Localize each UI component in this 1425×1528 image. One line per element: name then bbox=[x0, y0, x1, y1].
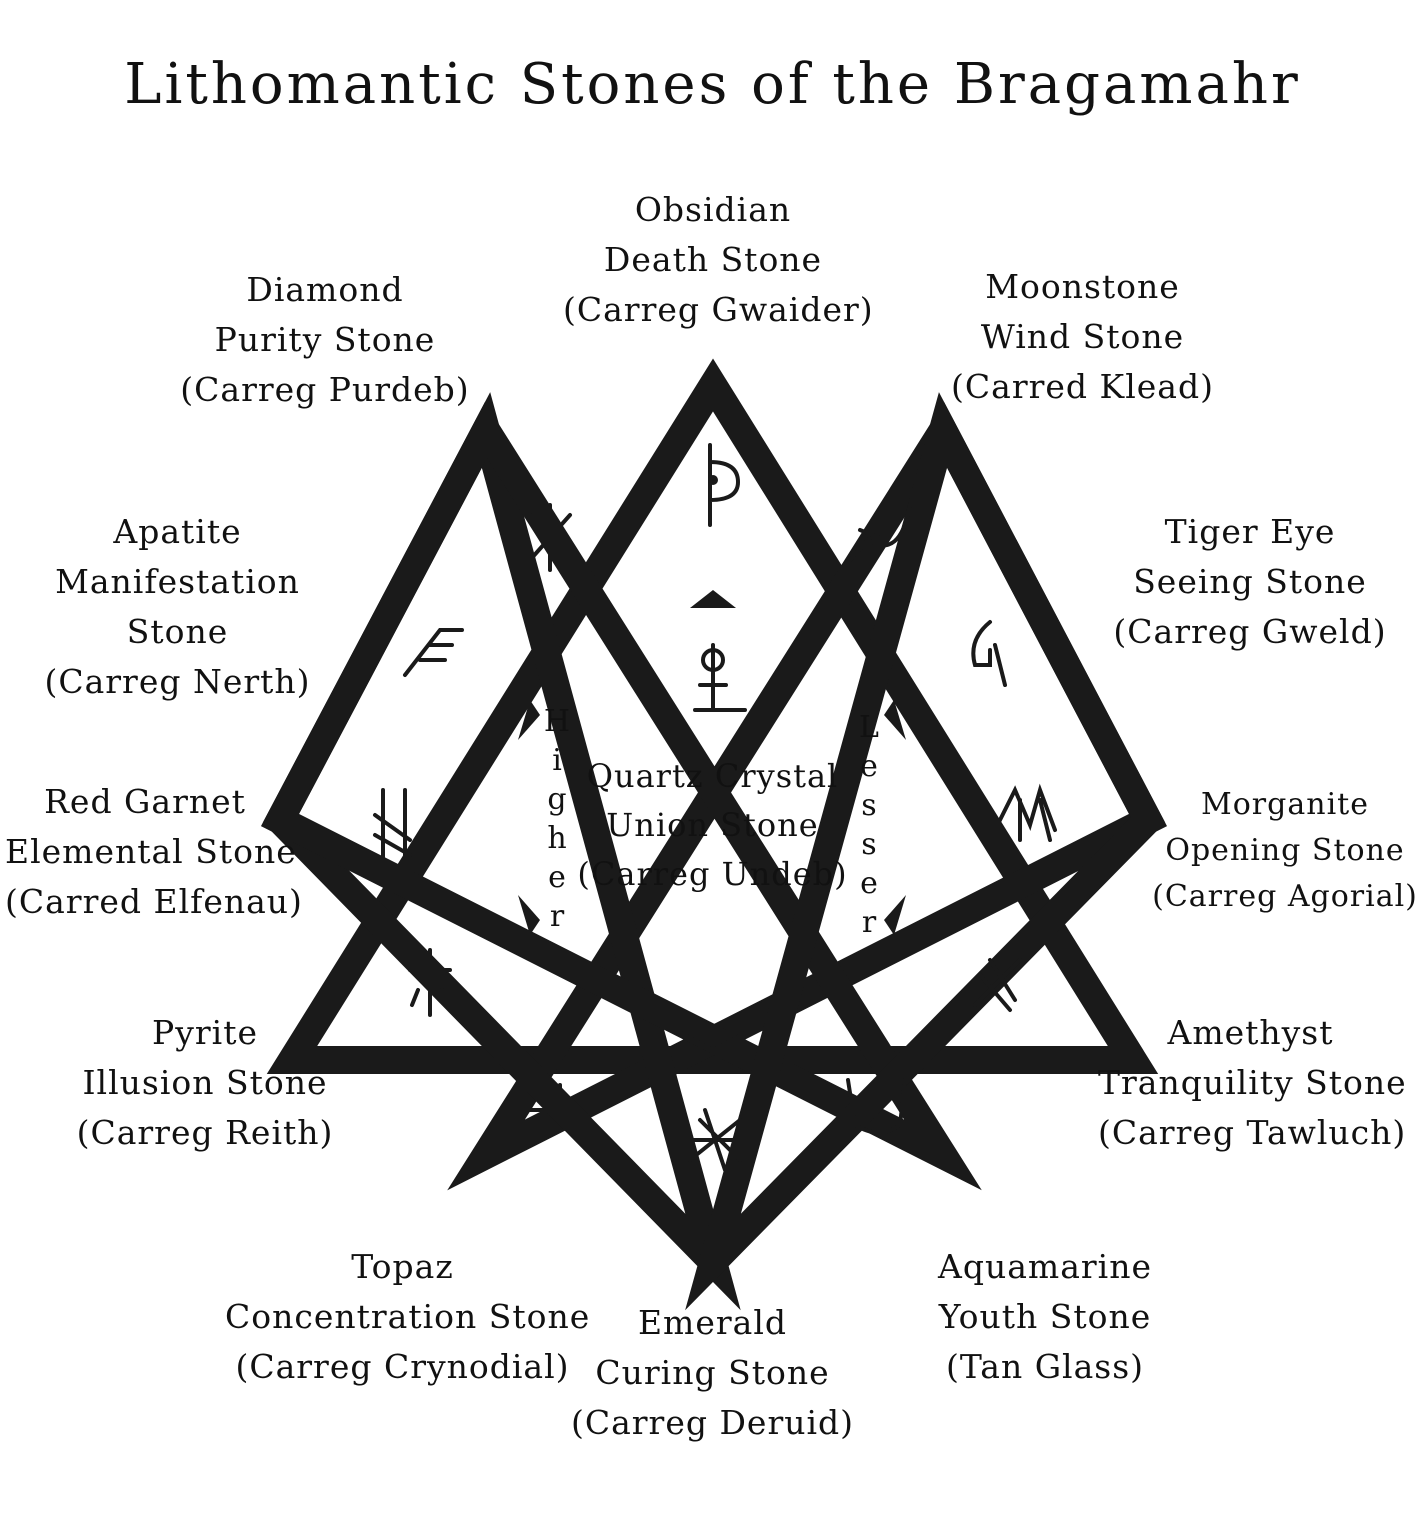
stone-name: Morganite bbox=[1201, 787, 1369, 822]
stone-name: Obsidian bbox=[634, 190, 792, 229]
stone-name: Apatite bbox=[113, 512, 242, 551]
stone-carreg: (Carred Elfenau) bbox=[5, 882, 303, 921]
stone-name: Topaz bbox=[351, 1247, 454, 1286]
stone-label-amethyst: Amethyst Tranquility Stone (Carreg Tawlu… bbox=[1098, 1008, 1407, 1158]
stone-label-moonstone: Moonstone Wind Stone (Carred Klead) bbox=[945, 262, 1220, 412]
center-rune-icon bbox=[693, 643, 747, 712]
stone-carreg: (Carreg Crynodial) bbox=[235, 1347, 570, 1386]
stone-meaning: Elemental Stone bbox=[5, 832, 297, 871]
rune-topaz-icon bbox=[523, 1078, 567, 1122]
inner-wedge-right-top bbox=[884, 700, 906, 740]
stone-name: Tiger Eye bbox=[1164, 512, 1336, 551]
inner-wedge-right-bottom bbox=[884, 895, 906, 935]
inner-wedge-top bbox=[690, 590, 736, 608]
stone-meaning: Concentration Stone bbox=[225, 1297, 591, 1336]
rune-emerald-icon bbox=[688, 1108, 742, 1172]
stone-meaning: Purity Stone bbox=[214, 320, 436, 359]
stone-meaning: Opening Stone bbox=[1165, 833, 1405, 868]
center-carreg: (Carreg Undeb) bbox=[577, 855, 848, 893]
stone-label-apatite: Apatite Manifestation Stone (Carreg Nert… bbox=[40, 507, 315, 707]
center-name: Quartz Crystal bbox=[586, 757, 839, 795]
star-triangle-4 bbox=[260, 402, 982, 1191]
stone-meaning: Youth Stone bbox=[938, 1297, 1152, 1336]
stone-carreg: (Carreg Agorial) bbox=[1152, 879, 1418, 914]
vertical-letter: g bbox=[547, 782, 567, 817]
vertical-letter: e bbox=[548, 860, 566, 895]
rune-apatite-icon bbox=[403, 628, 464, 677]
stone-label-pyrite: Pyrite Illusion Stone (Carreg Reith) bbox=[75, 1008, 335, 1158]
vertical-letter: r bbox=[549, 899, 565, 934]
rune-morganite-icon bbox=[993, 783, 1057, 842]
inner-wedge-left-bottom bbox=[518, 895, 540, 935]
rune-moonstone-icon bbox=[848, 503, 912, 562]
vertical-letter: s bbox=[861, 827, 877, 862]
stone-carreg: (Carreg Nerth) bbox=[44, 662, 311, 701]
stone-carreg: (Carreg Gweld) bbox=[1113, 612, 1387, 651]
stone-carreg: (Tan Glass) bbox=[945, 1347, 1145, 1386]
stone-name: Aquamarine bbox=[938, 1247, 1152, 1286]
rune-pyrite-icon bbox=[408, 948, 452, 1017]
stone-meaning: Wind Stone bbox=[980, 317, 1185, 356]
stone-name: Moonstone bbox=[985, 267, 1180, 306]
page-title: Lithomantic Stones of the Bragamahr bbox=[124, 52, 1301, 117]
stone-label-red-garnet: Red Garnet Elemental Stone (Carred Elfen… bbox=[5, 777, 303, 927]
rune-obsidian-dot-icon bbox=[708, 475, 718, 485]
rune-amethyst-icon bbox=[973, 958, 1022, 1012]
stone-label-morganite: Morganite Opening Stone (Carreg Agorial) bbox=[1150, 782, 1420, 920]
star-triangle-1 bbox=[266, 358, 1159, 1074]
rune-obsidian-icon bbox=[708, 443, 741, 527]
stone-meaning: Illusion Stone bbox=[82, 1063, 328, 1102]
rune-red-garnet-icon bbox=[373, 788, 412, 862]
stone-meaning: Curing Stone bbox=[595, 1353, 830, 1392]
stone-label-diamond: Diamond Purity Stone (Carreg Purdeb) bbox=[180, 265, 470, 415]
vertical-letter: r bbox=[861, 905, 877, 940]
stone-label-emerald: Emerald Curing Stone (Carreg Deruid) bbox=[570, 1298, 855, 1448]
stone-carreg: (Carreg Reith) bbox=[76, 1113, 334, 1152]
stone-carreg: (Carreg Purdeb) bbox=[180, 370, 470, 409]
stone-label-obsidian: Obsidian Death Stone (Carreg Gwaider) bbox=[563, 185, 874, 335]
star-triangle-5 bbox=[685, 392, 1166, 1311]
stone-label-tiger-eye: Tiger Eye Seeing Stone (Carreg Gweld) bbox=[1110, 507, 1390, 657]
stone-meaning: Tranquility Stone bbox=[1098, 1063, 1407, 1102]
stone-label-topaz: Topaz Concentration Stone (Carreg Crynod… bbox=[225, 1242, 591, 1392]
stone-carreg: (Carred Klead) bbox=[951, 367, 1214, 406]
stone-meaning: Death Stone bbox=[603, 240, 823, 279]
inner-wedge-bottom bbox=[680, 1030, 746, 1048]
stone-name: Pyrite bbox=[152, 1013, 258, 1052]
stone-meaning: Seeing Stone bbox=[1133, 562, 1367, 601]
vertical-letter: h bbox=[547, 821, 567, 856]
stone-carreg: (Carreg Deruid) bbox=[570, 1403, 855, 1442]
vertical-letter: i bbox=[552, 743, 562, 778]
rune-aquamarine-icon bbox=[846, 1078, 907, 1135]
stone-carreg: (Carreg Tawluch) bbox=[1098, 1113, 1407, 1152]
inner-wedge-left-top bbox=[518, 700, 540, 740]
center-label: Quartz Crystal Union Stone (Carreg Undeb… bbox=[540, 752, 885, 899]
stone-meaning: Manifestation bbox=[55, 562, 300, 601]
stone-name: Amethyst bbox=[1167, 1013, 1334, 1052]
vertical-letter: s bbox=[861, 788, 877, 823]
vertical-letter: H bbox=[543, 704, 571, 739]
stone-carreg: (Carreg Gwaider) bbox=[563, 290, 874, 329]
rune-diamond-icon bbox=[528, 503, 572, 572]
center-meaning: Union Stone bbox=[606, 806, 819, 844]
stone-name: Diamond bbox=[246, 270, 404, 309]
stone-name: Red Garnet bbox=[44, 782, 246, 821]
vertical-letter: e bbox=[860, 749, 878, 784]
rune-tiger-eye-icon bbox=[971, 620, 1007, 687]
stone-label-aquamarine: Aquamarine Youth Stone (Tan Glass) bbox=[925, 1242, 1165, 1392]
vertical-letter: L bbox=[859, 710, 879, 745]
vertical-letter: e bbox=[860, 866, 878, 901]
stone-meaning-2: Stone bbox=[126, 612, 229, 651]
stone-name: Emerald bbox=[637, 1303, 788, 1342]
